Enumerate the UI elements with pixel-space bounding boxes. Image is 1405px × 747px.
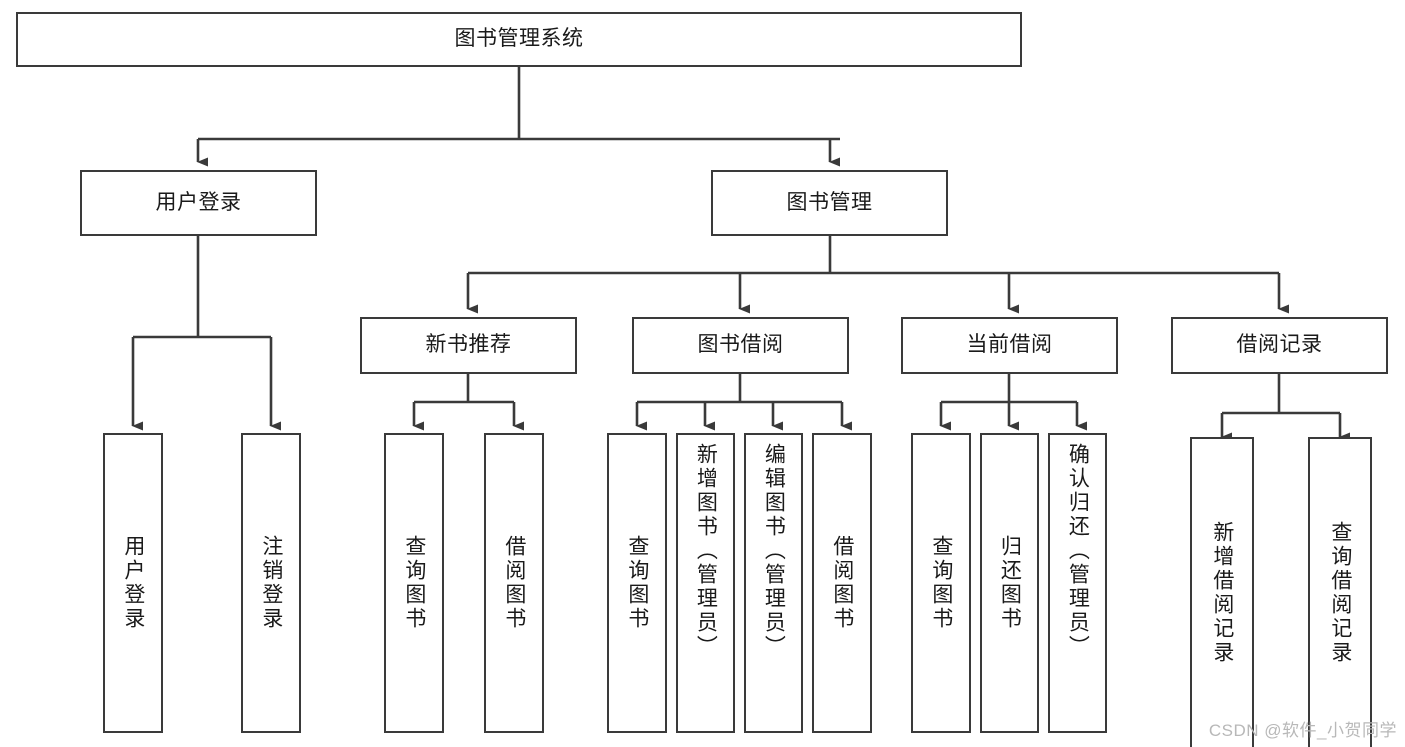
node-book-manage-label: 图书管理 xyxy=(786,190,873,214)
node-leaf-borrow-book-1[interactable]: 借阅图书 xyxy=(484,433,544,733)
node-leaf-query-book-1-label: 查询图书 xyxy=(402,535,426,631)
node-leaf-borrow-book-2[interactable]: 借阅图书 xyxy=(812,433,872,733)
node-leaf-query-record-label: 查询借阅记录 xyxy=(1328,521,1352,665)
node-leaf-query-book-2[interactable]: 查询图书 xyxy=(607,433,667,733)
node-user-login-label: 用户登录 xyxy=(155,190,242,214)
node-leaf-borrow-book-1-label: 借阅图书 xyxy=(502,535,526,631)
csdn-watermark: CSDN @软件_小贺同学 xyxy=(1208,721,1397,740)
node-root[interactable]: 图书管理系统 xyxy=(16,12,1022,67)
node-book-manage[interactable]: 图书管理 xyxy=(711,170,948,236)
node-new-book-recommend-label: 新书推荐 xyxy=(425,333,512,357)
node-leaf-add-record-label: 新增借阅记录 xyxy=(1210,521,1234,665)
node-leaf-user-login[interactable]: 用户登录 xyxy=(103,433,163,733)
node-current-borrow[interactable]: 当前借阅 xyxy=(901,317,1118,374)
node-leaf-add-book-label: 新增图书（管理员） xyxy=(694,443,718,659)
node-leaf-query-book-3-label: 查询图书 xyxy=(929,535,953,631)
node-borrow-record[interactable]: 借阅记录 xyxy=(1171,317,1388,374)
node-user-login[interactable]: 用户登录 xyxy=(80,170,317,236)
node-book-borrow-label: 图书借阅 xyxy=(697,333,784,357)
node-leaf-user-login-label: 用户登录 xyxy=(121,535,145,631)
node-leaf-return-book-label: 归还图书 xyxy=(998,535,1022,631)
node-leaf-return-book[interactable]: 归还图书 xyxy=(980,433,1039,733)
node-leaf-confirm-return[interactable]: 确认归还（管理员） xyxy=(1048,433,1107,733)
node-current-borrow-label: 当前借阅 xyxy=(966,333,1053,357)
node-leaf-add-book[interactable]: 新增图书（管理员） xyxy=(676,433,735,733)
node-leaf-add-record[interactable]: 新增借阅记录 xyxy=(1190,437,1254,747)
node-leaf-confirm-return-label: 确认归还（管理员） xyxy=(1066,443,1090,659)
node-root-label: 图书管理系统 xyxy=(454,27,584,51)
node-leaf-query-record[interactable]: 查询借阅记录 xyxy=(1308,437,1372,747)
node-leaf-query-book-2-label: 查询图书 xyxy=(625,535,649,631)
node-borrow-record-label: 借阅记录 xyxy=(1236,333,1323,357)
node-leaf-borrow-book-2-label: 借阅图书 xyxy=(830,535,854,631)
node-leaf-query-book-3[interactable]: 查询图书 xyxy=(911,433,971,733)
node-leaf-logout-label: 注销登录 xyxy=(259,535,283,631)
node-leaf-edit-book-label: 编辑图书（管理员） xyxy=(762,443,786,659)
node-leaf-logout[interactable]: 注销登录 xyxy=(241,433,301,733)
node-book-borrow[interactable]: 图书借阅 xyxy=(632,317,849,374)
node-new-book-recommend[interactable]: 新书推荐 xyxy=(360,317,577,374)
node-leaf-query-book-1[interactable]: 查询图书 xyxy=(384,433,444,733)
node-leaf-edit-book[interactable]: 编辑图书（管理员） xyxy=(744,433,803,733)
